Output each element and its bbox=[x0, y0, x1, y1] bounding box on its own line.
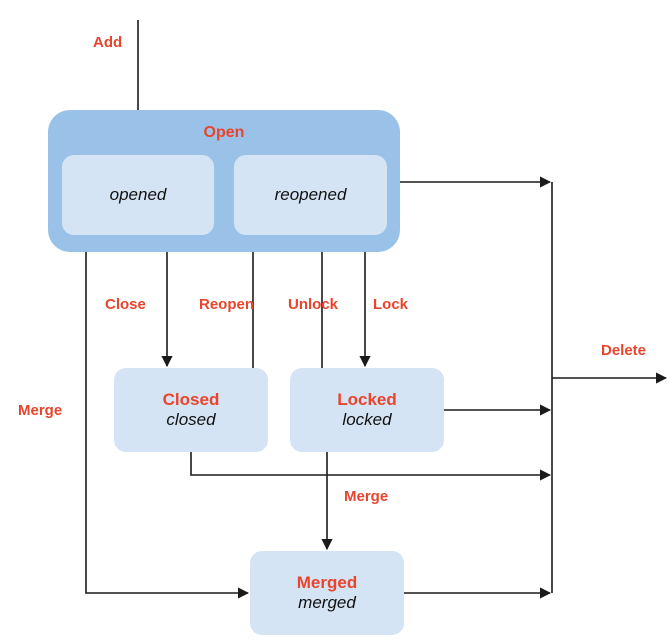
edge-label-close: Close bbox=[105, 296, 146, 313]
edge-merge-open-merged bbox=[85, 252, 250, 599]
state-locked-value: locked bbox=[342, 410, 392, 429]
state-merged[interactable]: Merged merged bbox=[250, 551, 404, 635]
edge-label-reopen: Reopen bbox=[199, 296, 255, 313]
edge-label-unlock: Unlock bbox=[288, 296, 339, 313]
edge-label-lock: Lock bbox=[373, 296, 409, 313]
edge-label-merge-left: Merge bbox=[18, 402, 63, 419]
state-closed-value: closed bbox=[166, 410, 216, 429]
group-open-title: Open bbox=[203, 124, 245, 141]
state-closed[interactable]: Closed closed bbox=[114, 368, 268, 452]
state-merged-title: Merged bbox=[296, 573, 358, 592]
state-closed-title: Closed bbox=[162, 390, 220, 409]
edge-label-delete: Delete bbox=[601, 342, 647, 359]
state-merged-value: merged bbox=[298, 593, 356, 612]
state-locked-title: Locked bbox=[337, 390, 397, 409]
state-reopened-label: reopened bbox=[274, 185, 347, 204]
state-opened[interactable]: opened bbox=[62, 155, 214, 235]
state-opened-label: opened bbox=[109, 185, 167, 204]
edge-closed-to-collector bbox=[190, 452, 552, 481]
state-locked[interactable]: Locked locked bbox=[290, 368, 444, 452]
state-reopened[interactable]: reopened bbox=[234, 155, 387, 235]
edge-label-merge-middle: Merge bbox=[344, 488, 389, 505]
edge-label-add: Add bbox=[93, 34, 123, 51]
